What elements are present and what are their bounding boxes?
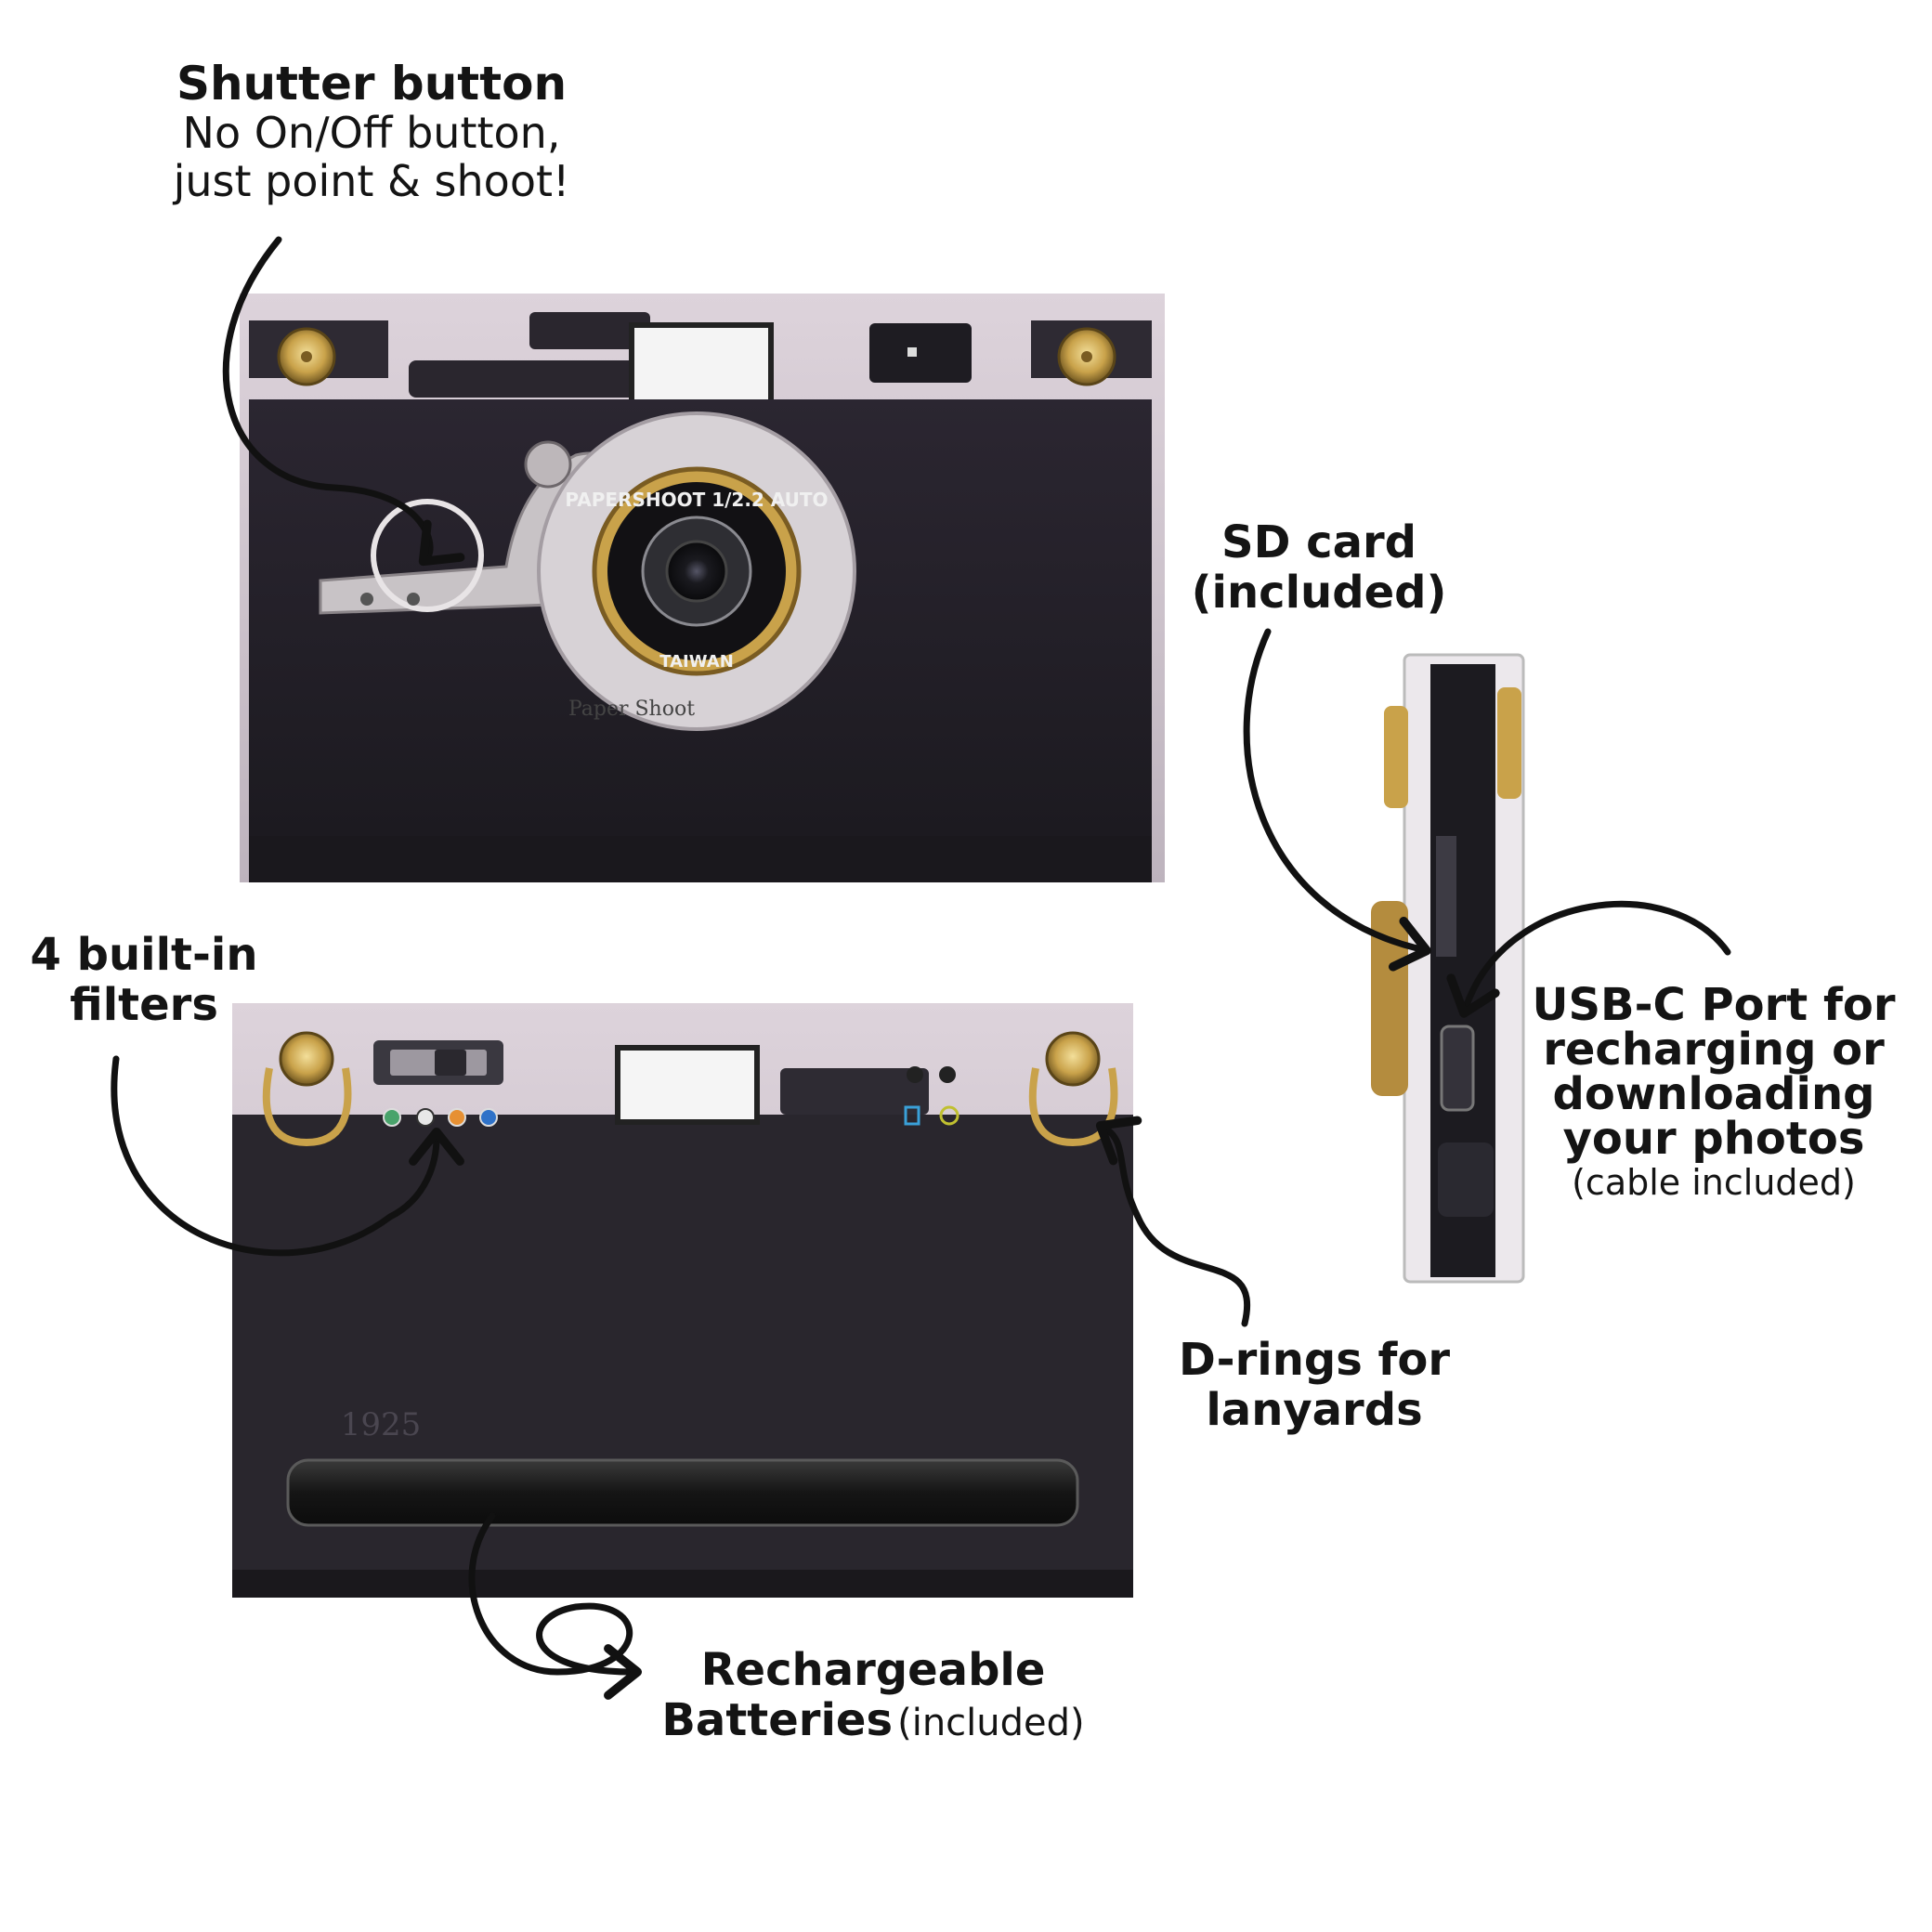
battery-status-icon xyxy=(939,1105,959,1126)
batteries-callout-note: (included) xyxy=(897,1701,1085,1744)
filters-callout: 4 built-in filters xyxy=(9,929,279,1031)
filter-led-3 xyxy=(448,1108,466,1127)
usbc-callout-line3: downloading xyxy=(1552,1068,1875,1120)
d-rings-callout: D-rings for lanyards xyxy=(1156,1334,1472,1436)
filter-led-4 xyxy=(479,1108,498,1127)
d-ring-right xyxy=(1028,1031,1118,1147)
sd-card-callout-line2: (included) xyxy=(1191,566,1447,619)
usbc-port xyxy=(1440,1025,1475,1112)
batteries-callout-line2: Batteries xyxy=(661,1693,894,1746)
lens-ring-text: PAPERSHOOT 1/2.2 AUTO xyxy=(565,489,828,511)
brass-screw-right xyxy=(1057,327,1116,386)
filter-led-1 xyxy=(383,1108,401,1127)
lens-origin-text: TAIWAN xyxy=(659,652,734,672)
front-brand-text: Paper Shoot xyxy=(568,698,695,721)
camera-side-view xyxy=(1371,653,1525,1284)
sd-card-slot xyxy=(1436,836,1456,957)
d-rings-callout-line2: lanyards xyxy=(1206,1383,1423,1436)
back-viewfinder-window xyxy=(615,1045,760,1125)
batteries-callout-line1: Rechargeable xyxy=(700,1644,1046,1696)
usbc-callout: USB-C Port for recharging or downloading… xyxy=(1514,983,1913,1200)
sd-card-callout-line1: SD card xyxy=(1221,516,1416,568)
d-rings-arrow xyxy=(1095,1116,1250,1327)
shutter-callout: Shutter button No On/Off button, just po… xyxy=(121,58,622,205)
sd-card-arrow xyxy=(1243,628,1431,972)
batteries-callout: Rechargeable Batteries (included) xyxy=(594,1644,1152,1746)
filters-callout-line2: filters xyxy=(70,978,218,1031)
usbc-callout-line1: USB-C Port for xyxy=(1532,979,1896,1031)
battery-cell xyxy=(286,1458,1079,1527)
shutter-arrow xyxy=(222,236,465,567)
usbc-callout-line2: recharging or xyxy=(1543,1024,1885,1076)
sd-status-icon xyxy=(904,1105,920,1126)
camera-front: PAPERSHOOT 1/2.2 AUTO TAIWAN Paper Shoot xyxy=(240,294,1165,882)
camera-back: 1925 xyxy=(232,1003,1133,1598)
lens-glass xyxy=(665,540,728,603)
sd-card-callout: SD card (included) xyxy=(1152,516,1486,619)
callout-arrows xyxy=(111,236,1731,1700)
shutter-button-ring xyxy=(371,499,484,612)
shutter-callout-title: Shutter button xyxy=(176,57,568,111)
shutter-callout-line2: just point & shoot! xyxy=(173,155,570,206)
filters-arrow xyxy=(111,1055,464,1257)
back-year-text: 1925 xyxy=(341,1406,422,1443)
filters-callout-line1: 4 built-in xyxy=(30,929,258,981)
usbc-arrow xyxy=(1446,901,1731,1018)
filter-indicators xyxy=(383,1108,498,1127)
usbc-callout-line4: your photos xyxy=(1562,1113,1865,1165)
filter-led-2 xyxy=(416,1108,435,1127)
shutter-callout-line1: No On/Off button, xyxy=(182,108,561,158)
brass-screw-left xyxy=(277,327,336,386)
batteries-arrow xyxy=(468,1512,643,1700)
d-ring-left xyxy=(262,1031,352,1147)
usbc-callout-note: (cable included) xyxy=(1572,1162,1856,1203)
d-rings-callout-line1: D-rings for xyxy=(1178,1334,1451,1386)
